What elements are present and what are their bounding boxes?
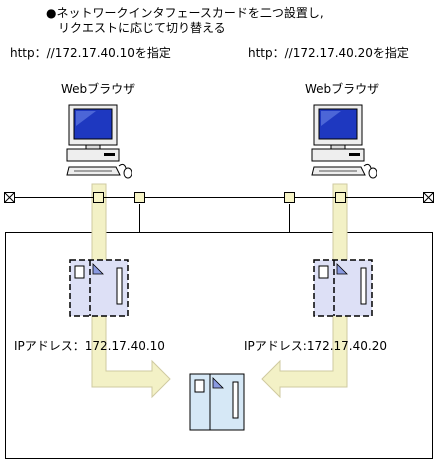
- title-line-1: ●ネットワークインタフェースカードを二つ設置し,: [46, 6, 324, 20]
- server-icon: [189, 373, 245, 431]
- browser-left-label: Webブラウザ: [61, 82, 136, 96]
- title-line-2: リクエストに応じて切り替える: [58, 21, 226, 35]
- node-client-right: [335, 192, 346, 203]
- nic-ip-right: IPアドレス:172.17.40.20: [244, 339, 387, 353]
- node-drop-right: [284, 192, 295, 203]
- node-client-left: [93, 192, 104, 203]
- url-right: http：//172.17.40.20を指定: [248, 46, 409, 60]
- nic-ip-left: IPアドレス：172.17.40.10: [14, 339, 165, 353]
- node-drop-left: [134, 192, 145, 203]
- terminator-icon: [423, 192, 434, 203]
- terminator-icon: [4, 192, 15, 203]
- network-card-icon: [313, 259, 373, 317]
- url-left: http：//172.17.40.10を指定: [10, 46, 171, 60]
- pc-icon: [311, 104, 377, 179]
- network-card-icon: [69, 259, 129, 317]
- browser-right-label: Webブラウザ: [305, 82, 380, 96]
- pc-icon: [66, 104, 132, 179]
